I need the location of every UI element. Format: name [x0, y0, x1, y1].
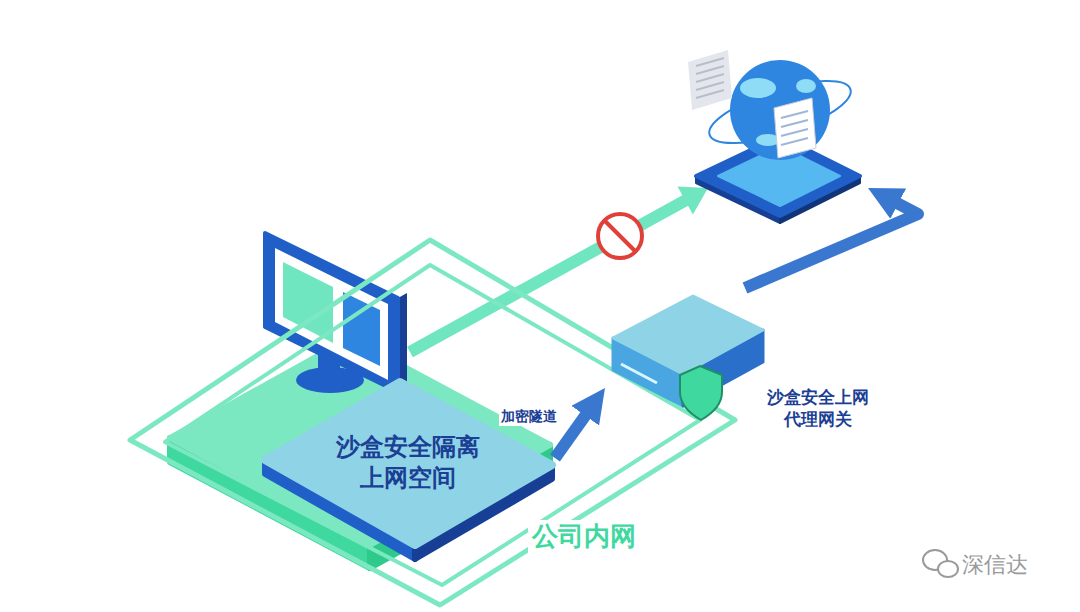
- doc-line: [696, 74, 724, 82]
- node-label: 沙盒安全隔离上网空间: [334, 432, 483, 494]
- doc-line: [696, 66, 724, 74]
- status-light: [621, 364, 657, 383]
- document: [774, 98, 816, 158]
- edge-label: 加密隧道: [499, 408, 559, 426]
- label-holder: 加密隧道: [0, 0, 60, 20]
- internet-globe: [688, 48, 868, 223]
- shape-part: [613, 296, 763, 374]
- label-holder: 深信达: [0, 0, 66, 30]
- shield-icon: [680, 366, 722, 420]
- sandbox-space: 沙盒安全隔离上网空间: [265, 378, 555, 560]
- wechat-icon: [923, 550, 958, 577]
- doc-line: [696, 58, 724, 66]
- doc-line: [781, 111, 808, 118]
- doc-line: [696, 90, 724, 98]
- node-shape: [688, 48, 868, 223]
- connector-arrow: [555, 401, 596, 458]
- land: [796, 79, 816, 93]
- zone-outline: [130, 240, 735, 605]
- land: [740, 78, 776, 98]
- watermark: 深信达: [962, 550, 1028, 580]
- doc-line: [696, 82, 724, 90]
- zone-outline: [165, 265, 700, 585]
- globe: [730, 60, 830, 160]
- shape-part: [688, 50, 732, 110]
- shape-part: [265, 382, 552, 545]
- node-label: 沙盒安全上网代理网关: [765, 386, 870, 430]
- no-entry-sign: [598, 214, 642, 258]
- node-label: 公司内网: [528, 520, 640, 554]
- doc-line: [781, 129, 808, 136]
- doc-line: [781, 120, 808, 127]
- doc-line: [781, 138, 808, 145]
- monitor-icon: [265, 233, 407, 393]
- proxy-gateway: 沙盒安全上网代理网关: [605, 288, 885, 440]
